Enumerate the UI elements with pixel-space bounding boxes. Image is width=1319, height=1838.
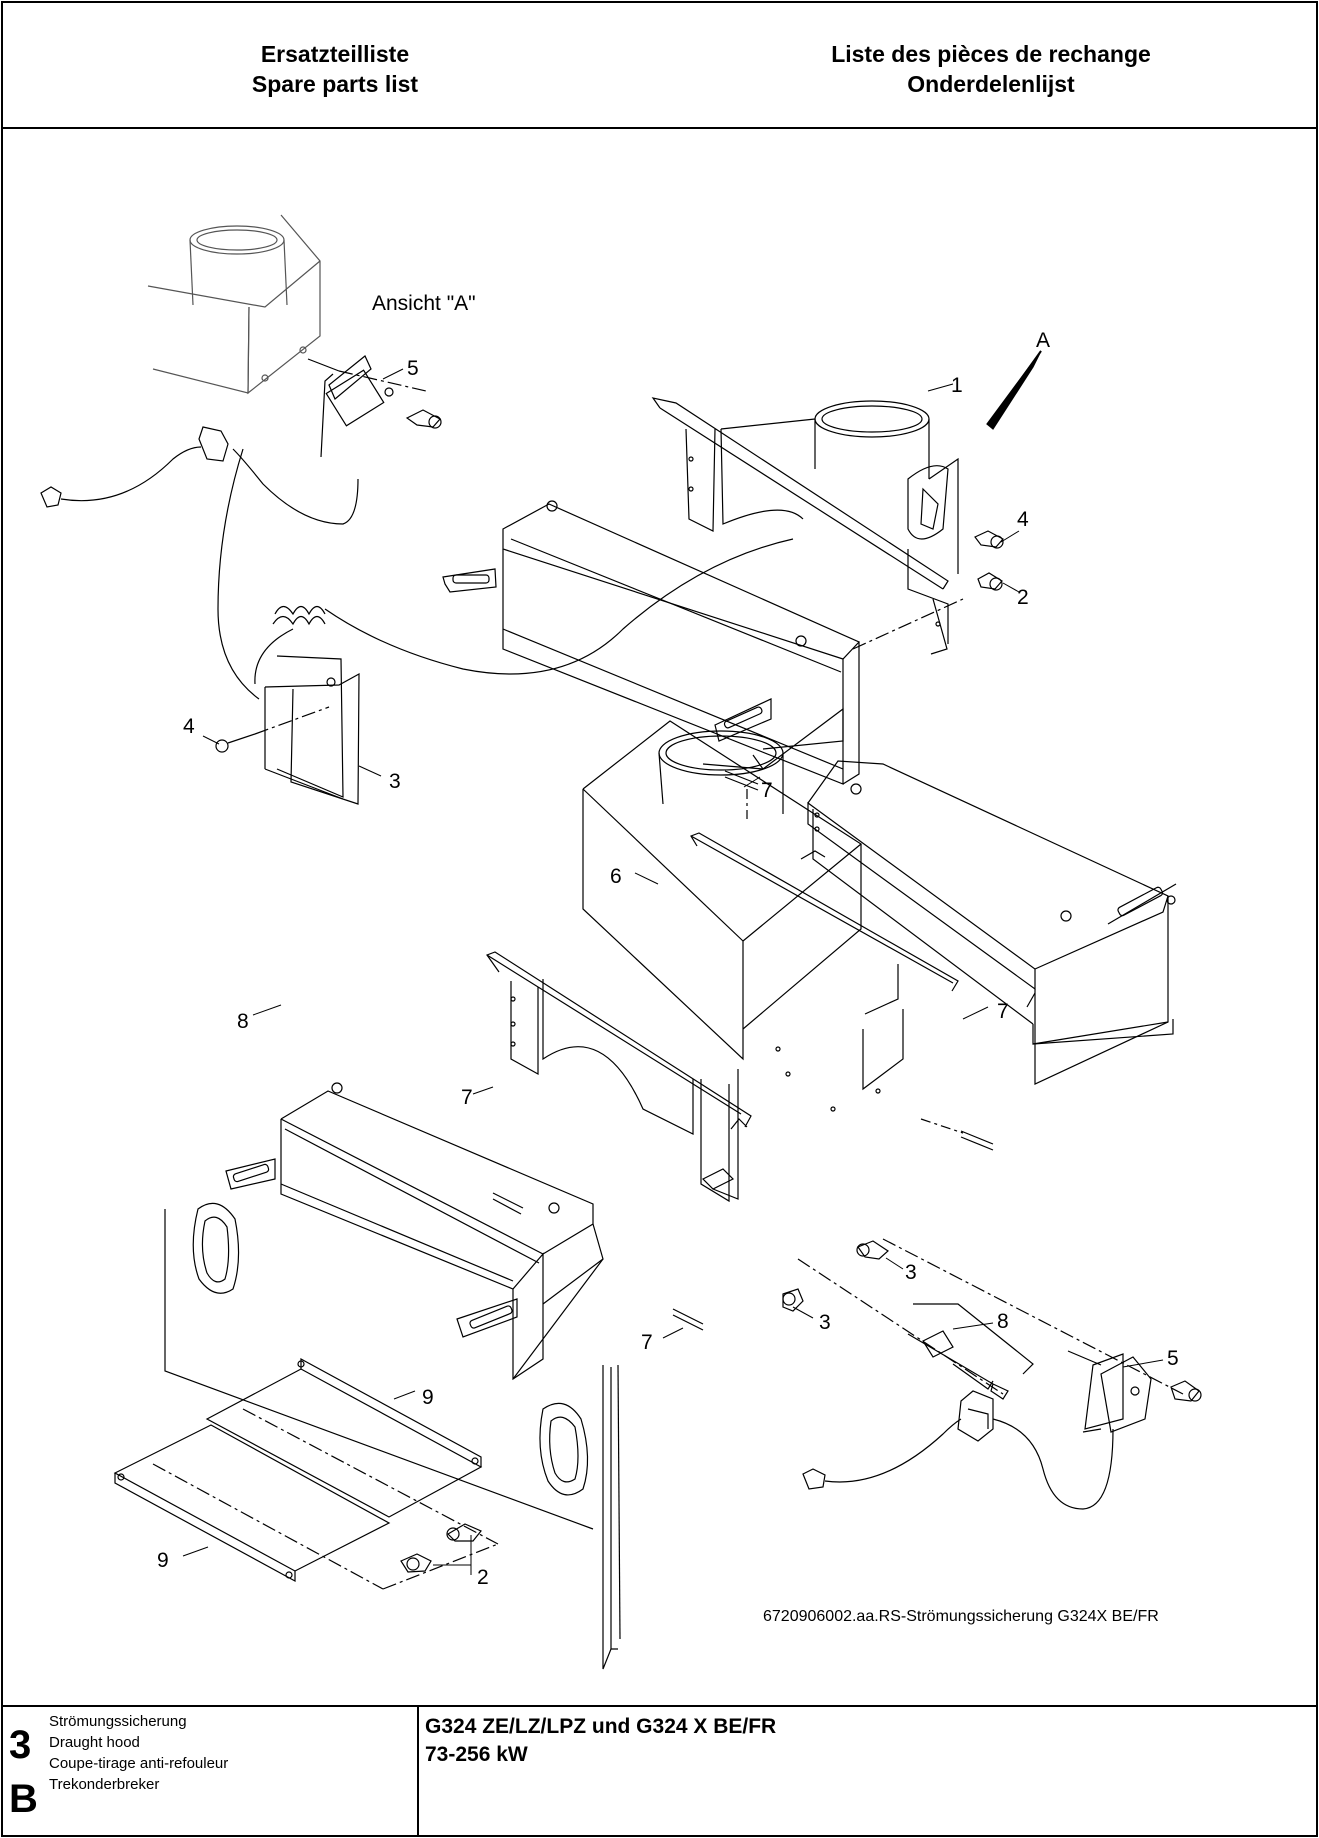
title-german: Ersatzteilliste <box>260 41 410 67</box>
callout-3-right: 3 <box>905 1261 917 1284</box>
leader-lines <box>183 369 1163 1575</box>
model-line: G324 ZE/LZ/LPZ und G324 X BE/FR <box>425 1715 777 1738</box>
heat-exchanger-right <box>801 761 1176 1084</box>
callout-9-bottom: 9 <box>157 1549 169 1572</box>
figure-caption: 6720906002.aa.RS-Strömungssicherung G324… <box>763 1608 1159 1625</box>
footer: 3 B Strömungssicherung Draught hood Coup… <box>3 1705 1316 1837</box>
callout-7-right: 7 <box>997 1000 1009 1023</box>
heat-exchanger-left <box>226 1083 603 1379</box>
callout-7-bottom: 7 <box>641 1331 653 1354</box>
model-info: G324 ZE/LZ/LPZ und G324 X BE/FR 73-256 k… <box>425 1713 776 1769</box>
screws-3-middle <box>783 1241 888 1311</box>
callout-1: 1 <box>951 374 963 397</box>
header-left: Ersatzteilliste Spare parts list <box>35 39 635 99</box>
name-french: Coupe-tirage anti-refouleur <box>49 1755 229 1772</box>
exploded-drawing: Ansicht "A" A 1 2 4 5 4 3 7 6 8 7 7 3 3 … <box>3 129 1316 1704</box>
rear-panel <box>165 1203 620 1669</box>
view-a-housing <box>148 215 320 393</box>
title-french: Liste des pièces de rechange <box>831 41 1151 67</box>
title-dutch: Onderdelenlijst <box>907 71 1075 97</box>
sensor-cable-top <box>41 427 228 507</box>
footer-divider <box>417 1707 419 1837</box>
callout-8-left: 8 <box>237 1010 249 1033</box>
callout-7-top: 7 <box>761 779 773 802</box>
part-names: Strömungssicherung Draught hood Coupe-ti… <box>49 1711 228 1795</box>
callout-7-left: 7 <box>461 1086 473 1109</box>
callout-9-top: 9 <box>422 1386 434 1409</box>
section-letter: B <box>9 1777 38 1821</box>
view-a-label: Ansicht "A" <box>372 292 476 315</box>
coil-and-box-top <box>216 539 793 804</box>
draught-hood-6 <box>487 721 958 1201</box>
draught-hood-1 <box>653 398 1003 654</box>
section-number: 3 <box>9 1723 32 1767</box>
power-range: 73-256 kW <box>425 1743 528 1766</box>
pressure-switch-5-right <box>803 1239 1201 1509</box>
callout-4-left: 4 <box>183 715 195 738</box>
callout-6: 6 <box>610 865 622 888</box>
callout-5-right: 5 <box>1167 1347 1179 1370</box>
heat-exchanger-top <box>443 501 859 784</box>
callout-3-top: 3 <box>389 770 401 793</box>
name-english: Draught hood <box>49 1734 140 1751</box>
name-dutch: Trekonderbreker <box>49 1776 160 1793</box>
arrow-a-label: A <box>1036 329 1050 352</box>
callout-8-right: 8 <box>997 1310 1009 1333</box>
callout-3-middle: 3 <box>819 1311 831 1334</box>
sensor-rod-8 <box>798 1259 1033 1399</box>
callout-4-top: 4 <box>1017 508 1029 531</box>
title-english: Spare parts list <box>251 71 419 97</box>
cover-plates-9 <box>115 1359 498 1589</box>
pins-7 <box>493 771 993 1330</box>
name-german: Strömungssicherung <box>49 1713 187 1730</box>
callout-2-bottom: 2 <box>477 1566 489 1589</box>
header-right: Liste des pièces de rechange Onderdelenl… <box>691 39 1291 99</box>
pressure-switch-5-top <box>218 356 441 699</box>
header: Ersatzteilliste Spare parts list Liste d… <box>3 3 1316 129</box>
callout-2-top: 2 <box>1017 586 1029 609</box>
parts-diagram: Ansicht "A" A 1 2 4 5 4 3 7 6 8 7 7 3 3 … <box>3 129 1316 1704</box>
callout-5-top: 5 <box>407 357 419 380</box>
